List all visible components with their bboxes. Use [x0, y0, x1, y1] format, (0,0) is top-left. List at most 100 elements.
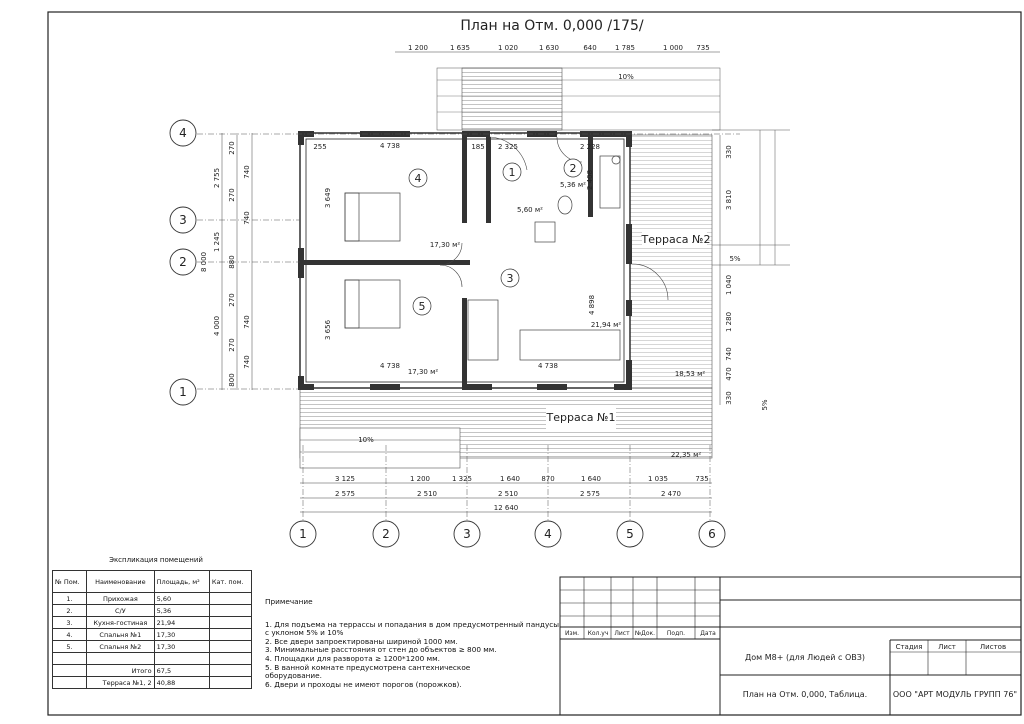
dim-right-6: 470 [725, 367, 733, 380]
expl-cell [208, 592, 253, 605]
dim-bottom1-7: 1 035 [648, 475, 668, 483]
dim-r3-height: 4 898 [588, 295, 596, 315]
dim-total: 12 640 [494, 504, 519, 512]
dim-185: 185 [471, 143, 484, 151]
dim-r5-height: 3 656 [324, 319, 332, 340]
expl-cell: Терраса №1, 2 [86, 676, 155, 689]
dim-top-8: 735 [696, 44, 709, 52]
axis-col-6: 6 [708, 527, 716, 541]
axis-row-1: 1 [179, 385, 187, 399]
axis-col-3: 3 [463, 527, 471, 541]
dim-bottom2-4: 2 575 [580, 490, 600, 498]
expl-cell: Прихожая [86, 592, 155, 605]
dim-top-1: 1 200 [408, 44, 428, 52]
dims-right: 330 3 810 1 040 1 280 740 470 330 [725, 145, 733, 404]
expl-cell: 5. [51, 640, 88, 653]
dim-bottom2-1: 2 575 [335, 490, 355, 498]
axis-row-4: 4 [179, 126, 187, 140]
room-5-number: 5 [419, 300, 426, 313]
room-1-number: 1 [509, 166, 516, 179]
room-5-area: 17,30 м² [408, 368, 439, 376]
dim-left-inner-3: 270 [228, 188, 236, 201]
note-line: 4. Площадки для разворота ≥ 1200*1200 мм… [265, 653, 440, 663]
room-dims: 4 738 3 649 4 738 3 656 2 325 2 228 2 40… [313, 142, 600, 370]
dim-bottom2-2: 2 510 [417, 490, 437, 498]
dim-top-5: 640 [583, 44, 596, 52]
stamp-stage: Стадия [896, 643, 923, 651]
expl-cell [208, 640, 253, 653]
expl-h-name: Наименование [86, 570, 155, 593]
stamp-sheet-title: План на Отм. 0,000, Таблица. [743, 690, 867, 699]
slope-top: 10% [618, 73, 634, 81]
dim-bottom1-2: 1 200 [410, 475, 430, 483]
stamp-col-list: Лист [614, 630, 630, 637]
note-line: 2. Все двери запроектированы шириной 100… [265, 636, 458, 646]
sink [534, 221, 556, 243]
expl-cell: Кухня-гостиная [86, 616, 155, 629]
note-line: с уклоном 5% и 10% [265, 628, 344, 638]
terrace-2-label: Терраса №2 [641, 233, 711, 246]
note-line: 1. Для подъема на террассы и попадания в… [265, 619, 560, 629]
stamp-col-podp: Подп. [667, 630, 685, 637]
dim-left-inner-9: 740 [243, 355, 251, 368]
note-line: 3. Минимальные расстояния от стен до объ… [265, 645, 497, 655]
stamp-listov: Листов [980, 643, 1006, 651]
terrace-2-area: 18,53 м² [675, 370, 706, 378]
explication-title: Экспликация помещений [109, 556, 203, 564]
dim-255: 255 [313, 143, 326, 151]
room-2-area: 5,36 м² [560, 181, 586, 189]
dim-bottom1-3: 1 325 [452, 475, 472, 483]
dim-bottom1-4: 1 640 [500, 475, 520, 483]
room-1-area: 5,60 м² [517, 206, 543, 214]
dim-left-3: 4 000 [213, 316, 221, 336]
expl-cell: 17,30 [153, 628, 210, 641]
sofa [467, 299, 499, 361]
expl-cell [86, 652, 155, 665]
dim-right-1: 330 [725, 145, 733, 158]
shower [599, 155, 621, 209]
expl-cell [51, 676, 88, 689]
note-line: 6. Двери и проходы не имеют порогов (пор… [265, 679, 462, 689]
kitchen-unit [519, 329, 621, 361]
table-row [51, 652, 253, 665]
expl-cell [208, 676, 253, 689]
stamp-project: Дом М8+ (для Людей с ОВЗ) [745, 653, 865, 662]
axis-col-5: 5 [626, 527, 634, 541]
terrace-1 [299, 387, 713, 469]
axis-col-4: 4 [544, 527, 552, 541]
dim-r5-width: 4 738 [380, 362, 400, 370]
axis-lines [197, 133, 740, 525]
room-3-number: 3 [507, 272, 514, 285]
dim-left-inner-5: 880 [228, 255, 236, 268]
expl-h-cat: Кат. пом. [208, 570, 253, 593]
dim-left-2: 1 245 [213, 232, 221, 252]
dim-left-1: 2 755 [213, 168, 221, 188]
expl-cell: 5,60 [153, 592, 210, 605]
expl-cell: 5,36 [153, 604, 210, 617]
room-2-number: 2 [570, 162, 577, 175]
dim-r2-width: 2 228 [580, 143, 600, 151]
dims-top: 1 200 1 635 1 020 1 630 640 1 785 1 000 … [408, 44, 710, 52]
stamp-col-data: Дата [700, 630, 716, 637]
dim-bottom2-3: 2 510 [498, 490, 518, 498]
expl-cell: Спальня №2 [86, 640, 155, 653]
explication-header-row: № Пом. Наименование Площадь, м² Кат. пом… [51, 570, 253, 593]
dim-right-4: 1 280 [725, 312, 733, 332]
dim-top-3: 1 020 [498, 44, 518, 52]
sheet-frame [47, 11, 1022, 716]
axis-bubbles-rows: 4 3 2 1 [169, 119, 197, 406]
dim-lines [221, 51, 721, 513]
dim-r1-width: 2 325 [498, 143, 518, 151]
expl-cell: 17,30 [153, 640, 210, 653]
dim-left-inner-8: 270 [228, 338, 236, 351]
top-ramp [436, 67, 721, 131]
room-3-area: 21,94 м² [591, 321, 622, 329]
furniture [344, 155, 621, 361]
expl-cell: 67,5 [153, 664, 210, 677]
dim-left-inner-10: 800 [228, 373, 236, 386]
